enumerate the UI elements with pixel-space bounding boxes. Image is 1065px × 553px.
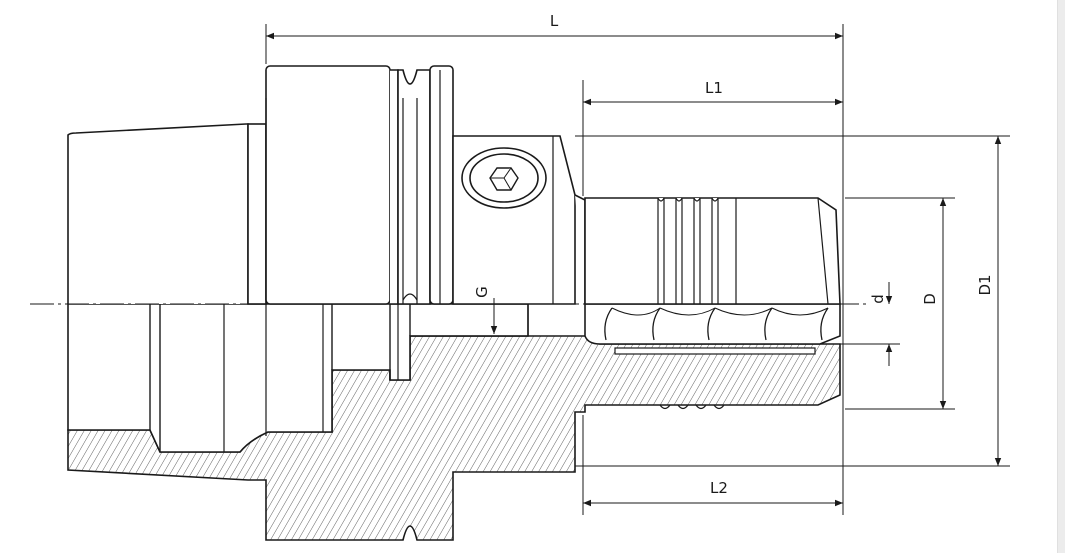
dim-label-d: d — [869, 294, 887, 304]
dim-label-G: G — [473, 286, 491, 298]
dim-label-L: L — [550, 12, 559, 30]
exterior-upper-half — [67, 65, 841, 305]
taper-shank — [67, 123, 249, 304]
dim-label-D1: D1 — [976, 274, 994, 295]
dimensions — [265, 24, 1010, 515]
sleeve-lower — [584, 303, 841, 345]
sectioned-lower-half — [67, 303, 841, 541]
flange — [265, 65, 391, 305]
inner-bore — [67, 303, 529, 453]
dim-label-L1: L1 — [705, 79, 723, 97]
scrollbar-track[interactable] — [1057, 0, 1065, 553]
dim-label-L2: L2 — [710, 479, 728, 497]
sleeve-ribs — [657, 197, 737, 304]
dim-label-D: D — [921, 293, 939, 305]
